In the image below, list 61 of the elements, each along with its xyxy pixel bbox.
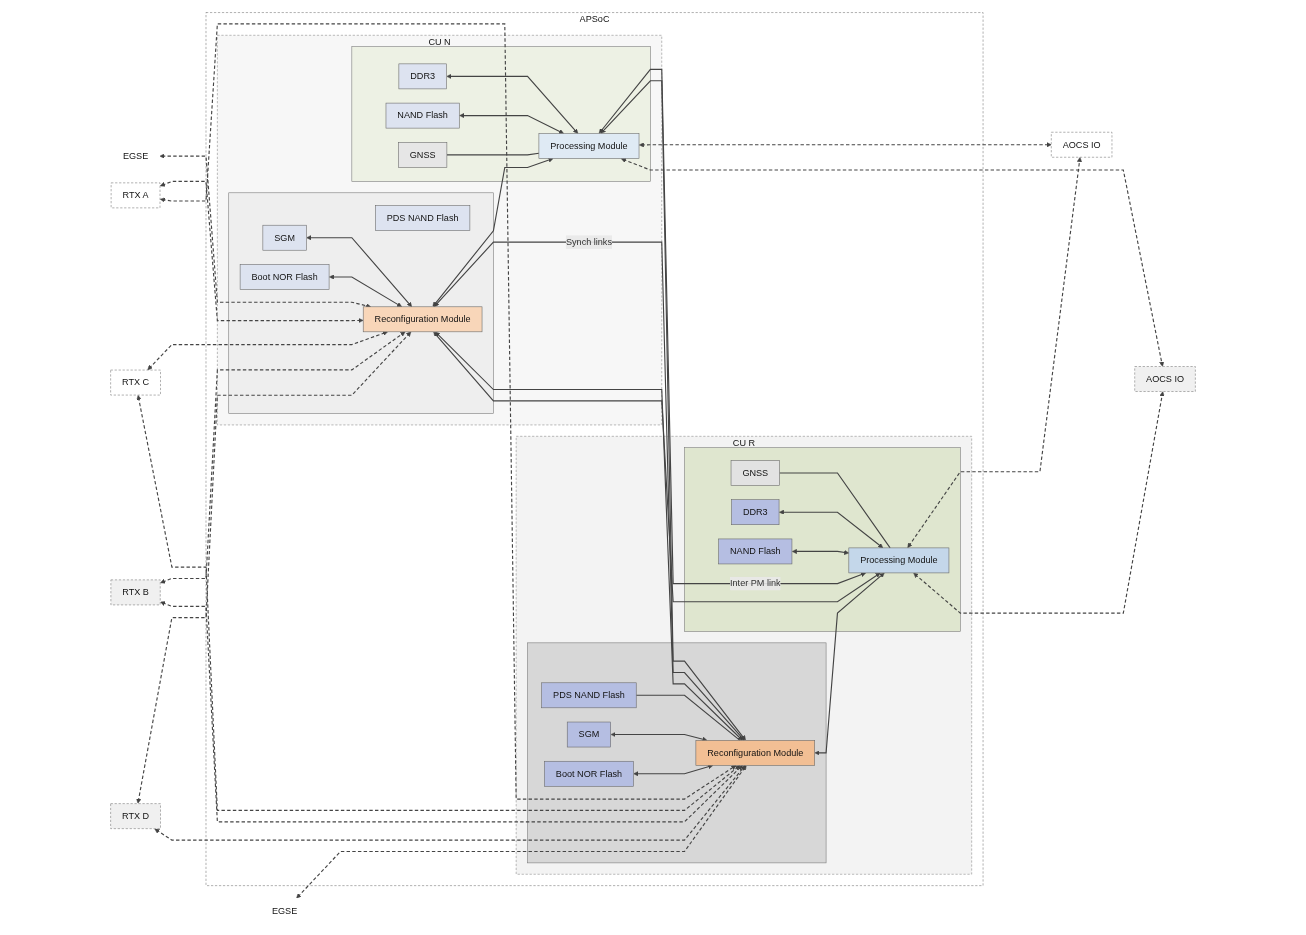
arrow bbox=[154, 764, 746, 841]
node-box: Boot NOR Flash bbox=[544, 760, 634, 787]
arrow bbox=[633, 763, 714, 776]
arrow bbox=[814, 572, 885, 755]
arrow bbox=[147, 330, 388, 370]
edge-label: Synch links bbox=[565, 236, 612, 247]
arrow bbox=[434, 241, 745, 741]
arrow bbox=[306, 234, 412, 307]
node-box: Processing Module bbox=[538, 132, 640, 159]
cluster bbox=[228, 192, 494, 414]
node-box: GNSS bbox=[398, 141, 448, 168]
arrow bbox=[907, 156, 1082, 548]
arrow bbox=[459, 112, 564, 134]
arrow bbox=[433, 331, 881, 602]
arrow bbox=[446, 73, 579, 134]
node-box: SGM bbox=[262, 224, 307, 250]
node-box: NAND Flash bbox=[385, 102, 460, 128]
node-box: AOCS IO bbox=[1134, 365, 1196, 392]
arrow bbox=[432, 157, 554, 307]
connector bbox=[779, 471, 891, 548]
arrow bbox=[160, 22, 737, 800]
arrow bbox=[136, 394, 741, 811]
arrow bbox=[160, 180, 364, 323]
node-box: SGM bbox=[566, 721, 611, 747]
edge-label: Inter PM link bbox=[730, 577, 781, 588]
arrow bbox=[136, 331, 412, 804]
node-text: EGSE bbox=[122, 150, 149, 161]
arrow bbox=[159, 153, 371, 308]
arrow bbox=[598, 68, 866, 584]
node-box: Reconfiguration Module bbox=[362, 306, 483, 332]
node-text: EGSE bbox=[271, 905, 298, 915]
node-box: DDR3 bbox=[731, 498, 780, 525]
arrow bbox=[600, 79, 746, 741]
arrow bbox=[791, 548, 850, 555]
node-box: RTX B bbox=[110, 579, 161, 605]
node-box: NAND Flash bbox=[718, 538, 793, 564]
arrow bbox=[435, 331, 743, 741]
connector bbox=[635, 694, 741, 741]
node-box: RTX C bbox=[110, 369, 161, 395]
arrow bbox=[779, 509, 884, 548]
node-box: DDR3 bbox=[398, 63, 447, 89]
node-box: RTX A bbox=[110, 182, 161, 208]
node-box: Processing Module bbox=[848, 547, 950, 573]
arrow bbox=[913, 390, 1165, 614]
node-box: GNSS bbox=[730, 459, 780, 486]
arrow bbox=[620, 157, 1165, 367]
node-box: Boot NOR Flash bbox=[239, 263, 330, 290]
node-box: AOCS IO bbox=[1051, 131, 1113, 158]
node-box: RTX D bbox=[110, 802, 161, 829]
node-box: PDS NAND Flash bbox=[541, 682, 637, 708]
arrow bbox=[160, 331, 406, 584]
cluster bbox=[351, 45, 651, 182]
node-box: Reconfiguration Module bbox=[695, 739, 815, 766]
arrow bbox=[329, 273, 402, 307]
arrow bbox=[639, 141, 1052, 147]
connector bbox=[446, 152, 540, 155]
cluster bbox=[684, 446, 961, 632]
arrow bbox=[296, 764, 747, 898]
cluster bbox=[527, 642, 827, 863]
arrow bbox=[160, 600, 743, 822]
node-box: PDS NAND Flash bbox=[375, 204, 471, 231]
